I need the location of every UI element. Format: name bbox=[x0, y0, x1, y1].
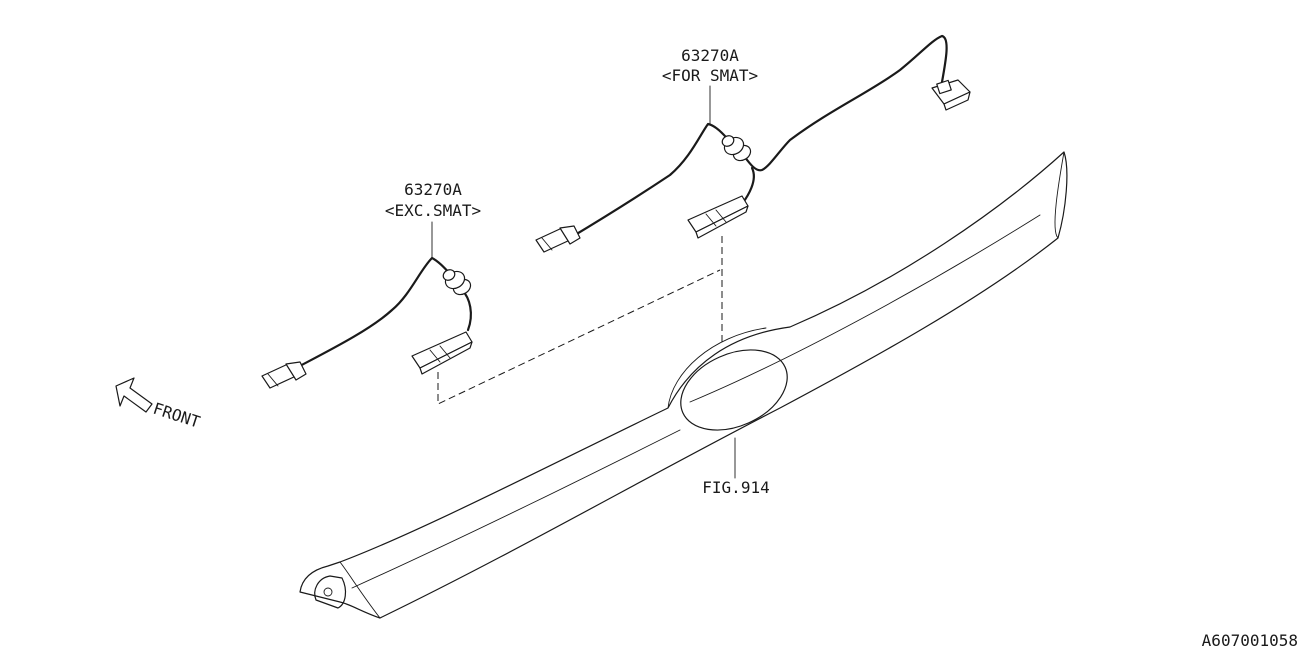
leader-lines bbox=[431, 85, 736, 479]
note-for-smat: <FOR SMAT> bbox=[662, 66, 758, 85]
front-label: FRONT bbox=[151, 399, 203, 432]
drawing-id: A607001058 bbox=[1202, 631, 1298, 650]
harness-for-smat bbox=[535, 34, 971, 253]
rear-garnish bbox=[299, 151, 1068, 619]
front-arrow-icon bbox=[115, 377, 153, 413]
garnish-figure-ref: FIG.914 bbox=[702, 478, 769, 497]
part-number-for-smat: 63270A bbox=[681, 46, 739, 65]
part-number-exc-smat: 63270A bbox=[404, 180, 462, 199]
dashed-location-lines bbox=[437, 236, 723, 405]
note-exc-smat: <EXC.SMAT> bbox=[385, 201, 481, 220]
harness-exc-smat bbox=[261, 256, 473, 389]
